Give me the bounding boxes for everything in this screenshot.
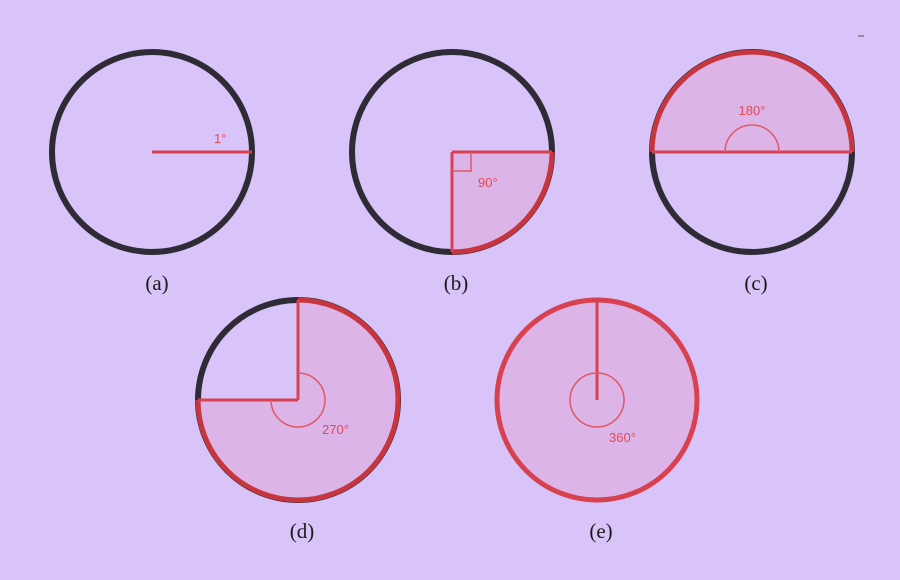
caption-b: (b) — [444, 271, 469, 295]
figure-e: 360° (e) — [494, 297, 700, 543]
figure-d: 270° (d) — [195, 297, 401, 543]
arc-c — [649, 49, 855, 153]
angle-label-d: 270° — [322, 422, 349, 437]
angle-label-b: 90° — [478, 175, 498, 190]
angle-arc-d — [270, 372, 326, 428]
figure-b: 90° (b) — [349, 49, 555, 295]
sector-c — [652, 52, 852, 152]
arc-d — [195, 297, 401, 503]
caption-d: (d) — [290, 519, 315, 543]
caption-c: (c) — [744, 271, 767, 295]
arc-b — [451, 151, 555, 255]
figure-a: 1° (a) — [49, 49, 255, 295]
right-angle-mark — [452, 152, 472, 172]
angle-label-a: 1° — [214, 131, 226, 146]
caption-e: (e) — [589, 519, 612, 543]
sector-b — [452, 152, 552, 252]
angle-label-c: 180° — [739, 103, 766, 118]
angle-arc-c — [724, 124, 780, 153]
caption-a: (a) — [145, 271, 168, 295]
angle-label-e: 360° — [609, 430, 636, 445]
angle-circle-e — [569, 372, 625, 428]
figure-c: 180° (c) — [649, 49, 855, 295]
